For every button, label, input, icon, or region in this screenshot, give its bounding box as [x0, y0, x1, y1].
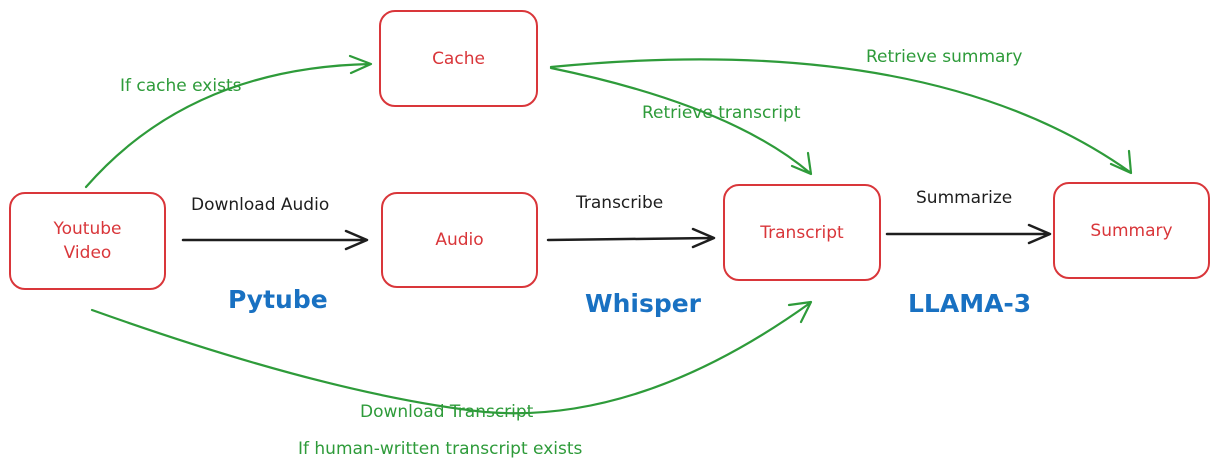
label-summarize: Summarize [916, 188, 1013, 208]
node-summary: Summary [1053, 182, 1210, 279]
tool-pytube: Pytube [228, 285, 328, 314]
edge-cache-to-transcript [549, 66, 813, 176]
node-cache: Cache [379, 10, 538, 107]
edge-video-to-cache [84, 54, 373, 189]
edge-cache-to-summary [549, 58, 1133, 175]
label-transcribe: Transcribe [576, 193, 664, 213]
label-retrieve-summary: Retrieve summary [866, 47, 1023, 67]
tool-llama: LLAMA-3 [908, 289, 1032, 318]
label-download-transcript: Download Transcript [360, 402, 534, 422]
edge-download-audio [181, 229, 369, 251]
node-youtube-video: Youtube Video [9, 192, 166, 290]
label-retrieve-transcript: Retrieve transcript [642, 103, 801, 123]
edge-transcribe [546, 227, 716, 249]
label-if-human-written: If human-written transcript exists [298, 439, 583, 459]
label-download-audio: Download Audio [191, 195, 330, 215]
edge-video-to-transcript [90, 300, 813, 415]
tool-whisper: Whisper [585, 289, 702, 318]
label-if-cache-exists: If cache exists [120, 76, 242, 96]
edge-summarize [885, 223, 1052, 245]
node-audio: Audio [381, 192, 538, 288]
node-transcript: Transcript [723, 184, 881, 281]
